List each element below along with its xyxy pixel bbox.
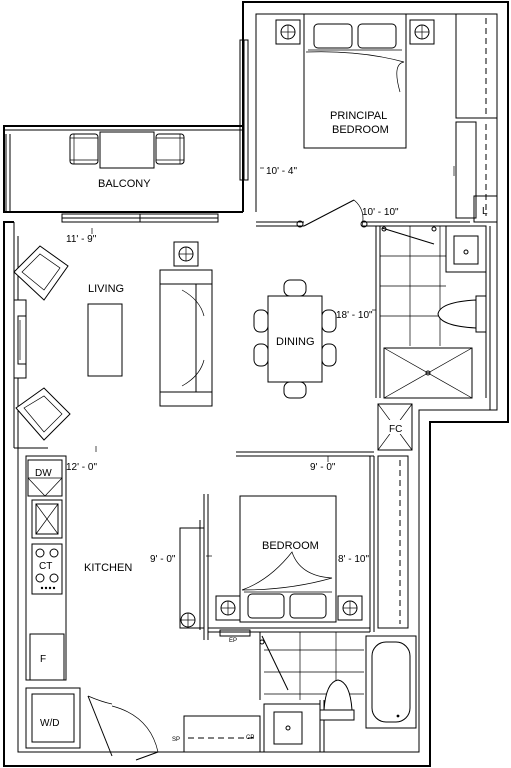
principal-bedroom-width-dim: 10' - 4": [266, 166, 297, 177]
linen-closet: [473, 195, 498, 223]
balcony-chair-left: [69, 133, 99, 165]
entry-closet: [183, 715, 261, 753]
fridge: [29, 633, 65, 681]
dining-chair-left-2: [253, 343, 269, 367]
principal-bedroom-length-dim: 10' - 10": [362, 207, 399, 218]
washer-dryer-label: W/D: [40, 718, 59, 729]
kitchen-label: KITCHEN: [84, 562, 132, 574]
lower-toilet: [319, 679, 355, 721]
nightstand-left: [275, 19, 301, 45]
closet-pole-label: CP: [246, 735, 254, 741]
dining-chair-bottom: [283, 381, 307, 399]
bedroom-width-dim: 9' - 0": [150, 554, 176, 565]
living-depth-dim: 12' - 0": [66, 462, 97, 473]
upper-shower: [383, 347, 473, 399]
bedroom-lamp: [180, 612, 196, 628]
fridge-label: F: [40, 654, 46, 665]
kitchen-sink: [31, 499, 63, 539]
living-room: 11' - 9" LIVING: [13, 228, 213, 473]
balcony-label: BALCONY: [98, 178, 151, 190]
bedroom-nightstand-left: [215, 595, 241, 621]
balcony-door: [61, 213, 219, 223]
living-label: LIVING: [88, 283, 124, 295]
dishwasher: [27, 459, 63, 497]
principal-bedroom: L PRINCIPAL BEDROOM 10' - 4" 10' - 10": [260, 13, 498, 228]
bedroom-length-dim: 8' - 10": [338, 554, 369, 565]
principal-closet: [455, 13, 498, 223]
upper-vanity: [445, 225, 487, 273]
entry-door: [111, 705, 159, 761]
nightstand-right: [409, 19, 435, 45]
bedroom-label: BEDROOM: [262, 540, 319, 552]
cooktop-label: CT: [39, 561, 52, 572]
upper-toilet: [437, 295, 487, 333]
linen-label: L: [482, 206, 488, 217]
electrical-panel: [219, 629, 251, 637]
electrical-panel-label: EP: [229, 638, 237, 644]
bathtub: [365, 635, 417, 729]
upper-bathroom: FC: [377, 225, 487, 629]
fan-coil-label: FC: [389, 424, 402, 435]
kitchen: DW CT KITCHEN F W/D: [25, 455, 159, 761]
principal-bedroom-window: [239, 39, 249, 181]
principal-bed-pillow-right: [357, 23, 397, 49]
armchair-top: [13, 245, 69, 301]
dining-chair-top: [283, 279, 307, 297]
lower-vanity: [263, 703, 321, 753]
sofa: [159, 269, 213, 407]
washer-dryer: [25, 687, 81, 749]
exterior-walls: [3, 1, 509, 767]
laundry-door: [87, 695, 113, 757]
principal-bedroom-label-line2: BEDROOM: [332, 124, 389, 136]
principal-bedroom-label-line1: PRINCIPAL: [330, 110, 387, 122]
dining-label: DINING: [276, 336, 315, 348]
bedroom-nightstand-right: [337, 595, 363, 621]
balcony-chair-right: [155, 133, 185, 165]
tv-console: [13, 299, 27, 379]
shelf-label: SP: [172, 737, 180, 743]
cooktop: [31, 543, 63, 595]
armchair-bottom: [15, 387, 71, 441]
dishwasher-label: DW: [35, 468, 52, 479]
fan-coil: [377, 403, 413, 451]
dining-length-dim: 18' - 10": [336, 310, 373, 321]
balcony-table: [99, 131, 155, 169]
bedroom-bed-pillow-left: [247, 593, 285, 619]
principal-bed-pillow-left: [313, 23, 353, 49]
dining-area: DINING 18' - 10": [253, 279, 376, 399]
bedroom-depth-dim: 9' - 0": [310, 462, 336, 473]
side-table: [173, 241, 199, 267]
lower-bathroom: SP CP: [172, 632, 417, 753]
principal-bedroom-door: [296, 199, 368, 228]
living-width-dim: 11' - 9": [66, 234, 97, 245]
bedroom-bed-pillow-right: [289, 593, 327, 619]
bedroom: BEDROOM 9' - 0" 8' - 10" 9' - 0" EP: [150, 456, 369, 644]
coffee-table: [87, 303, 123, 377]
balcony: BALCONY: [69, 131, 185, 190]
dining-chair-right-1: [321, 309, 337, 333]
bedroom-door: [179, 494, 205, 630]
dining-chair-right-2: [321, 343, 337, 367]
dining-chair-left-1: [253, 309, 269, 333]
